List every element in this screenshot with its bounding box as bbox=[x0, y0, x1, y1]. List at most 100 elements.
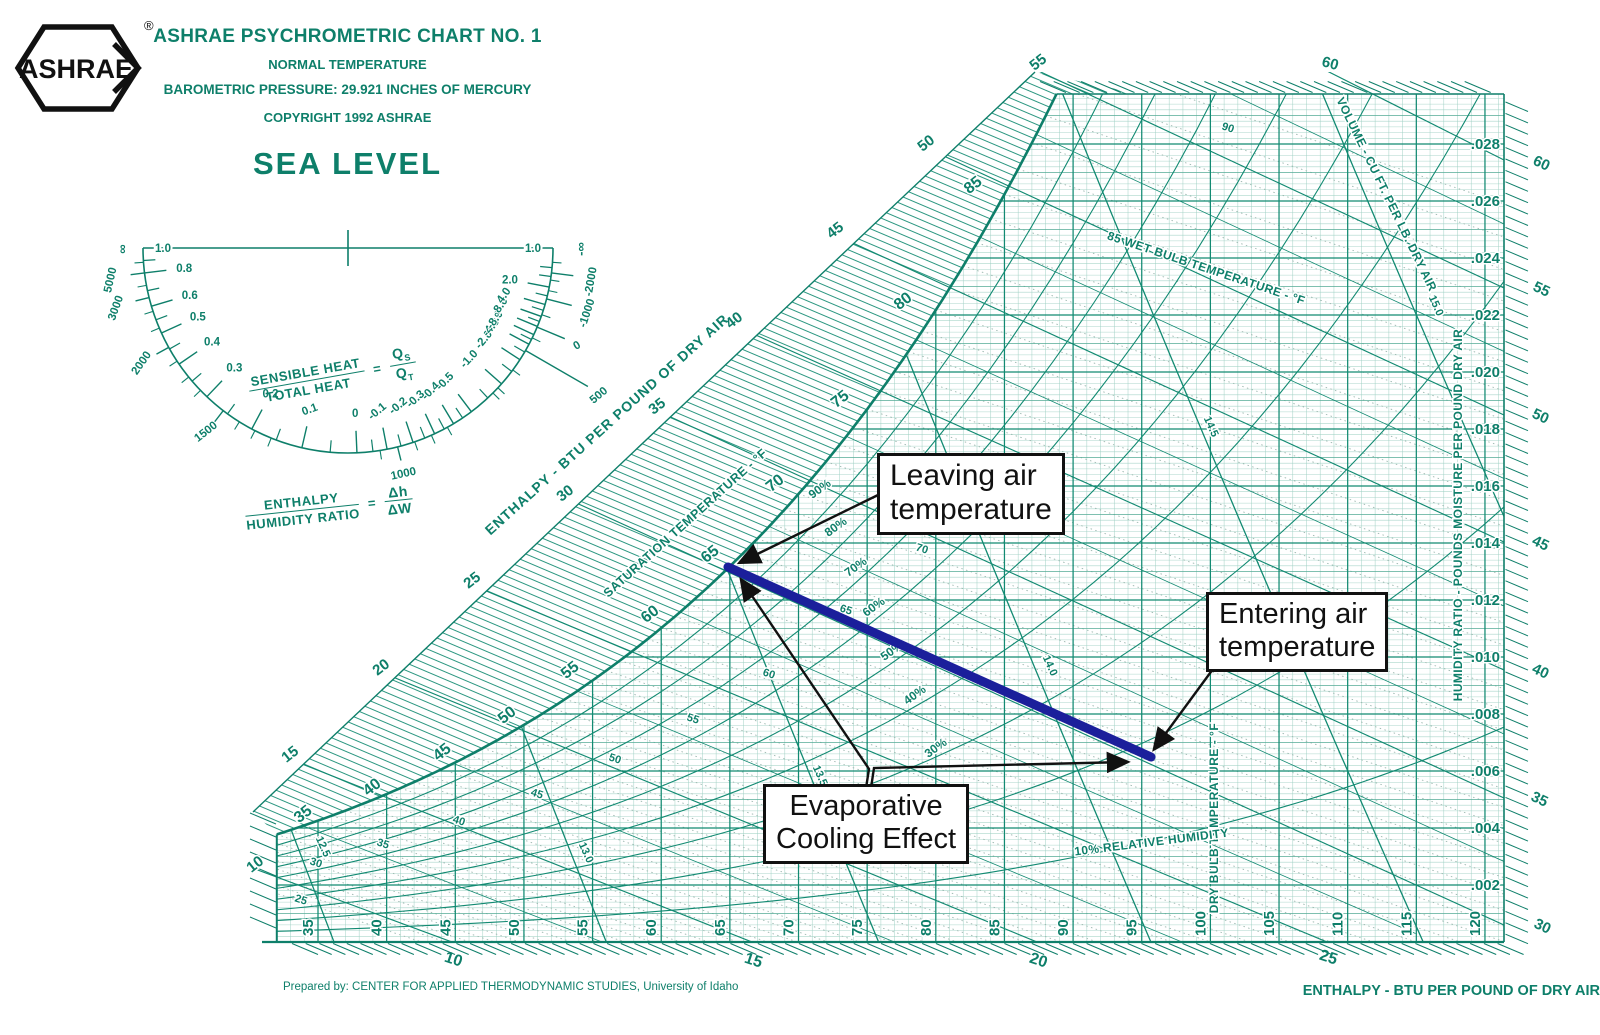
annotation-arrow bbox=[736, 493, 879, 565]
svg-text:25: 25 bbox=[460, 569, 484, 593]
svg-text:70%: 70% bbox=[842, 554, 870, 580]
svg-text:60: 60 bbox=[761, 667, 776, 682]
svg-text:70: 70 bbox=[781, 919, 798, 936]
svg-text:.022: .022 bbox=[1471, 307, 1500, 324]
svg-text:.024: .024 bbox=[1471, 250, 1501, 267]
svg-text:35: 35 bbox=[1528, 788, 1550, 810]
svg-text:.028: .028 bbox=[1471, 136, 1500, 153]
chart-subtitle-pressure: BAROMETRIC PRESSURE: 29.921 INCHES OF ME… bbox=[163, 82, 532, 97]
svg-text:1.0: 1.0 bbox=[525, 243, 541, 255]
equals-sign: = bbox=[367, 495, 377, 511]
svg-text:.012: .012 bbox=[1471, 592, 1500, 609]
prepared-by-credit: Prepared by: CENTER FOR APPLIED THERMODY… bbox=[283, 981, 739, 993]
registered-mark: ® bbox=[144, 18, 154, 33]
svg-text:50: 50 bbox=[607, 752, 622, 767]
svg-text:15: 15 bbox=[742, 950, 764, 972]
svg-text:-2000: -2000 bbox=[583, 266, 600, 297]
svg-text:0.3: 0.3 bbox=[226, 363, 242, 375]
svg-text:80: 80 bbox=[918, 919, 935, 936]
svg-text:40: 40 bbox=[369, 919, 386, 936]
sea-level-title: SEA LEVEL bbox=[252, 146, 443, 181]
svg-text:20: 20 bbox=[1027, 950, 1049, 972]
svg-text:30: 30 bbox=[308, 856, 323, 871]
svg-text:20: 20 bbox=[369, 656, 393, 680]
annotation-arrow bbox=[739, 577, 871, 789]
svg-text:30: 30 bbox=[553, 482, 577, 506]
annotation-arrow bbox=[1152, 668, 1214, 752]
svg-text:30: 30 bbox=[1531, 915, 1553, 937]
svg-text:25: 25 bbox=[1317, 947, 1339, 969]
svg-text:55: 55 bbox=[1530, 278, 1552, 300]
svg-text:40: 40 bbox=[1529, 660, 1551, 682]
entering-air-annotation: Entering air temperature bbox=[1206, 592, 1389, 672]
ashrae-logo: ASHRAE ® bbox=[14, 18, 154, 112]
svg-text:50: 50 bbox=[914, 132, 938, 156]
svg-text:.018: .018 bbox=[1471, 421, 1500, 438]
svg-text:.008: .008 bbox=[1471, 706, 1500, 723]
chart-title: ASHRAE PSYCHROMETRIC CHART NO. 1 bbox=[153, 26, 542, 47]
svg-text:35: 35 bbox=[300, 919, 317, 936]
svg-text:12.5: 12.5 bbox=[313, 835, 333, 859]
svg-text:0.6: 0.6 bbox=[182, 290, 198, 302]
svg-text:HUMIDITY RATIO - POUNDS MOISTU: HUMIDITY RATIO - POUNDS MOISTURE PER POU… bbox=[1451, 329, 1465, 701]
svg-text:45: 45 bbox=[437, 919, 454, 936]
logo-text: ASHRAE bbox=[19, 54, 133, 84]
chart-subtitle-temperature: NORMAL TEMPERATURE bbox=[268, 57, 427, 72]
svg-text:50: 50 bbox=[506, 919, 523, 936]
svg-text:60: 60 bbox=[1320, 53, 1341, 74]
svg-text:45: 45 bbox=[1529, 532, 1551, 554]
bottom-enthalpy-axis-label: ENTHALPY - BTU PER POUND OF DRY AIR bbox=[1302, 983, 1600, 999]
svg-text:120: 120 bbox=[1467, 911, 1484, 936]
enthalpy-major-lines bbox=[253, 72, 1504, 942]
svg-text:DRY BULB TEMPERATURE - °F: DRY BULB TEMPERATURE - °F bbox=[1207, 723, 1221, 913]
svg-text:15: 15 bbox=[278, 743, 302, 767]
svg-text:40: 40 bbox=[451, 814, 466, 829]
svg-text:.010: .010 bbox=[1471, 649, 1500, 666]
svg-text:-1.0: -1.0 bbox=[458, 348, 480, 371]
svg-text:.020: .020 bbox=[1471, 364, 1500, 381]
svg-text:25: 25 bbox=[293, 893, 308, 908]
svg-text:45: 45 bbox=[823, 219, 847, 243]
svg-text:60: 60 bbox=[1530, 152, 1552, 174]
svg-text:.002: .002 bbox=[1471, 877, 1500, 894]
svg-text:.006: .006 bbox=[1471, 763, 1500, 780]
svg-text:2000: 2000 bbox=[130, 349, 155, 377]
svg-text:90: 90 bbox=[1055, 919, 1072, 936]
annotation-arrow bbox=[869, 751, 1131, 789]
svg-text:70: 70 bbox=[914, 542, 929, 557]
svg-text:65: 65 bbox=[712, 919, 729, 936]
svg-text:90: 90 bbox=[1220, 121, 1235, 136]
svg-text:500: 500 bbox=[588, 385, 610, 407]
arrow-notch-icon bbox=[112, 42, 142, 94]
svg-text:75: 75 bbox=[849, 919, 866, 936]
svg-text:3000: 3000 bbox=[106, 294, 126, 322]
svg-text:115: 115 bbox=[1398, 912, 1415, 936]
svg-text:35: 35 bbox=[645, 395, 669, 419]
svg-text:-1000: -1000 bbox=[577, 297, 598, 329]
svg-text:55: 55 bbox=[685, 712, 700, 727]
chart-border bbox=[262, 93, 1505, 944]
leaving-air-annotation: Leaving air temperature bbox=[877, 453, 1065, 535]
svg-text:10: 10 bbox=[442, 949, 464, 971]
svg-text:∞: ∞ bbox=[116, 244, 131, 253]
svg-text:0.1: 0.1 bbox=[300, 401, 320, 418]
svg-text:50: 50 bbox=[1529, 405, 1551, 427]
svg-text:0: 0 bbox=[352, 408, 358, 420]
svg-text:0: 0 bbox=[571, 339, 583, 353]
svg-text:55: 55 bbox=[575, 919, 592, 936]
svg-text:5000: 5000 bbox=[102, 266, 119, 294]
svg-text:35: 35 bbox=[375, 837, 390, 852]
svg-text:0.8: 0.8 bbox=[176, 263, 193, 275]
svg-text:1.0: 1.0 bbox=[155, 243, 171, 255]
enthalpy-scale-band bbox=[252, 71, 1140, 835]
svg-text:-0.1: -0.1 bbox=[366, 400, 389, 422]
svg-text:.026: .026 bbox=[1471, 193, 1500, 210]
svg-text:60: 60 bbox=[643, 919, 660, 936]
svg-text:0.4: 0.4 bbox=[204, 336, 221, 348]
svg-text:105: 105 bbox=[1261, 911, 1278, 936]
svg-text:1000: 1000 bbox=[390, 466, 418, 483]
svg-text:-∞: -∞ bbox=[573, 242, 588, 256]
svg-text:1500: 1500 bbox=[192, 420, 220, 445]
evaporative-cooling-annotation: Evaporative Cooling Effect bbox=[763, 784, 970, 864]
